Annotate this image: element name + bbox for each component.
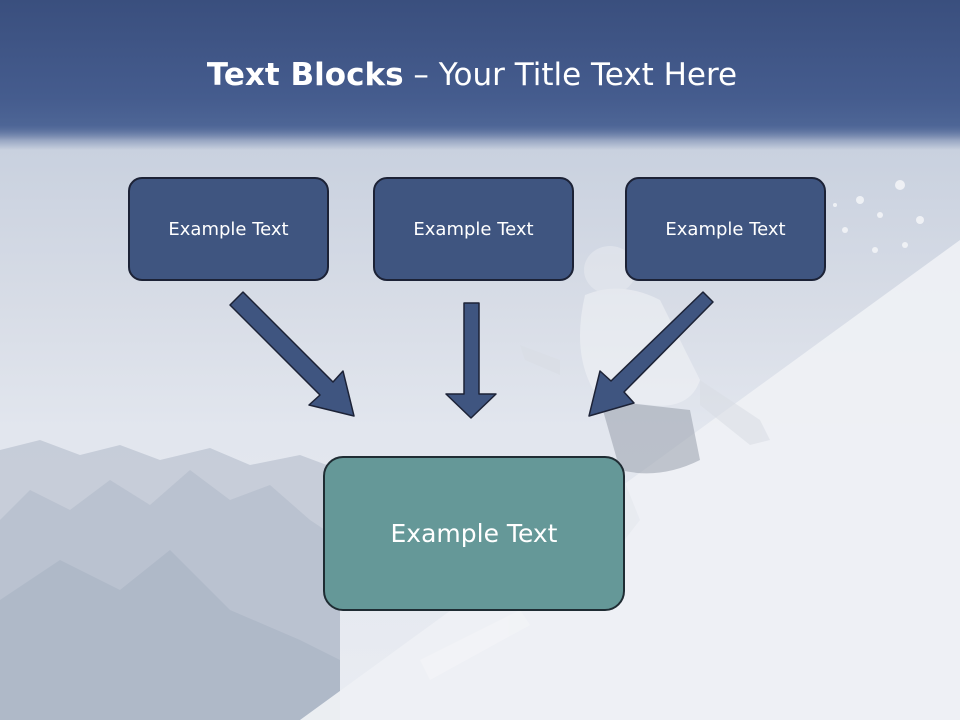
title-separator: – — [403, 57, 439, 93]
mountain-shadow — [0, 550, 340, 720]
result-text-block[interactable]: Example Text — [323, 456, 625, 611]
text-block-1[interactable]: Example Text — [128, 177, 329, 281]
slide-title: Text Blocks – Your Title Text Here — [0, 55, 944, 95]
arrow-down-left-icon — [588, 291, 714, 417]
arrow-down-right-icon — [229, 291, 355, 417]
title-bar — [0, 0, 960, 140]
text-block-3[interactable]: Example Text — [625, 177, 826, 281]
snow-spray — [833, 180, 924, 253]
text-block-1-label: Example Text — [168, 218, 289, 240]
text-block-2-label: Example Text — [413, 218, 534, 240]
result-text-block-label: Example Text — [390, 519, 558, 548]
text-block-3-label: Example Text — [665, 218, 786, 240]
arrow-down-icon — [445, 302, 497, 419]
text-block-2[interactable]: Example Text — [373, 177, 574, 281]
title-rest: Your Title Text Here — [438, 57, 738, 93]
title-bold: Text Blocks — [206, 57, 404, 93]
